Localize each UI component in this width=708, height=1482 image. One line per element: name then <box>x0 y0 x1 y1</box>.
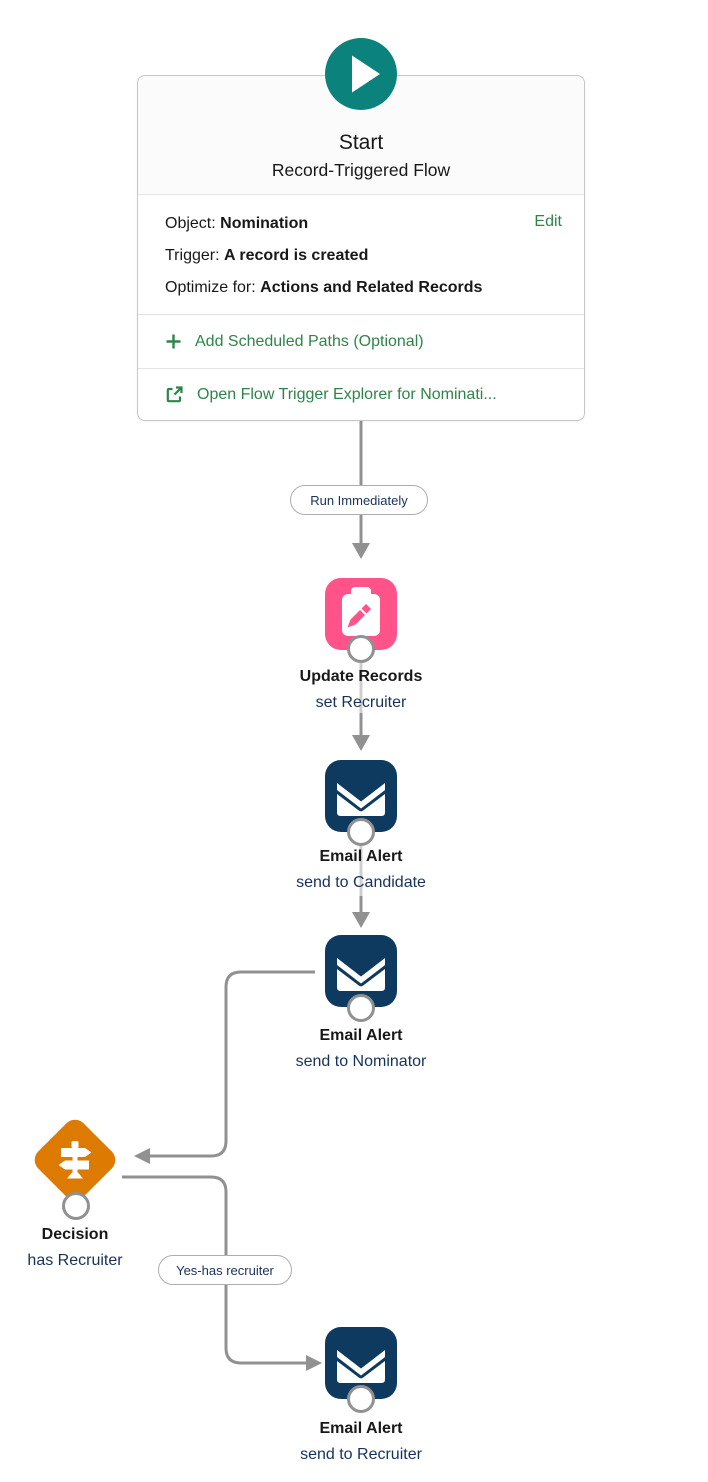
element-title: Email Alert <box>319 1027 403 1044</box>
element-subtitle: send to Nominator <box>295 1053 427 1070</box>
optimize-row: Optimize for: Actions and Related Record… <box>165 272 562 304</box>
email-alert-candidate-label: Email Alert send to Candidate <box>231 844 491 896</box>
update-records-label: Update Records set Recruiter <box>231 664 491 716</box>
element-title: Email Alert <box>319 1420 403 1437</box>
email-alert-nominator-label: Email Alert send to Nominator <box>231 1023 491 1075</box>
object-value: Nomination <box>220 215 309 232</box>
add-scheduled-paths-link[interactable]: Add Scheduled Paths (Optional) <box>195 332 424 350</box>
start-node-icon[interactable] <box>325 38 397 110</box>
external-link-icon <box>165 385 184 404</box>
element-title: Decision <box>41 1226 109 1243</box>
connector-point <box>347 1385 375 1413</box>
trigger-row: Trigger: A record is created <box>165 240 562 272</box>
start-title: Start <box>338 131 384 154</box>
add-scheduled-paths-row[interactable]: Add Scheduled Paths (Optional) <box>138 314 584 368</box>
element-title: Update Records <box>299 668 423 685</box>
flow-trigger-explorer-link[interactable]: Open Flow Trigger Explorer for Nominati.… <box>197 385 497 403</box>
element-subtitle: send to Candidate <box>296 874 426 891</box>
connector-point <box>347 635 375 663</box>
connector-point <box>62 1192 90 1220</box>
connector-label-yes-has-recruiter: Yes-has recruiter <box>158 1255 292 1285</box>
play-icon <box>352 55 380 93</box>
object-label: Object: <box>165 215 221 232</box>
optimize-label: Optimize for: <box>165 279 261 296</box>
object-row: Object: Nomination <box>165 208 562 240</box>
connector-point <box>347 994 375 1022</box>
connector-label-run-immediately: Run Immediately <box>290 485 428 515</box>
element-subtitle: set Recruiter <box>315 694 407 711</box>
element-subtitle: has Recruiter <box>27 1252 123 1269</box>
flow-trigger-explorer-row[interactable]: Open Flow Trigger Explorer for Nominati.… <box>138 368 584 420</box>
email-alert-recruiter-label: Email Alert send to Recruiter <box>231 1416 491 1468</box>
start-subtitle: Record-Triggered Flow <box>271 160 451 180</box>
start-details: Object: Nomination Trigger: A record is … <box>138 194 584 314</box>
plus-icon <box>165 333 182 350</box>
connector-point <box>347 818 375 846</box>
edit-link[interactable]: Edit <box>534 213 562 230</box>
trigger-value: A record is created <box>223 247 369 264</box>
start-card[interactable]: Start Record-Triggered Flow Object: Nomi… <box>137 75 585 421</box>
element-title: Email Alert <box>319 848 403 865</box>
decision-label: Decision has Recruiter <box>0 1222 205 1274</box>
optimize-value: Actions and Related Records <box>260 279 483 296</box>
trigger-label: Trigger: <box>165 247 224 264</box>
element-subtitle: send to Recruiter <box>300 1446 422 1463</box>
